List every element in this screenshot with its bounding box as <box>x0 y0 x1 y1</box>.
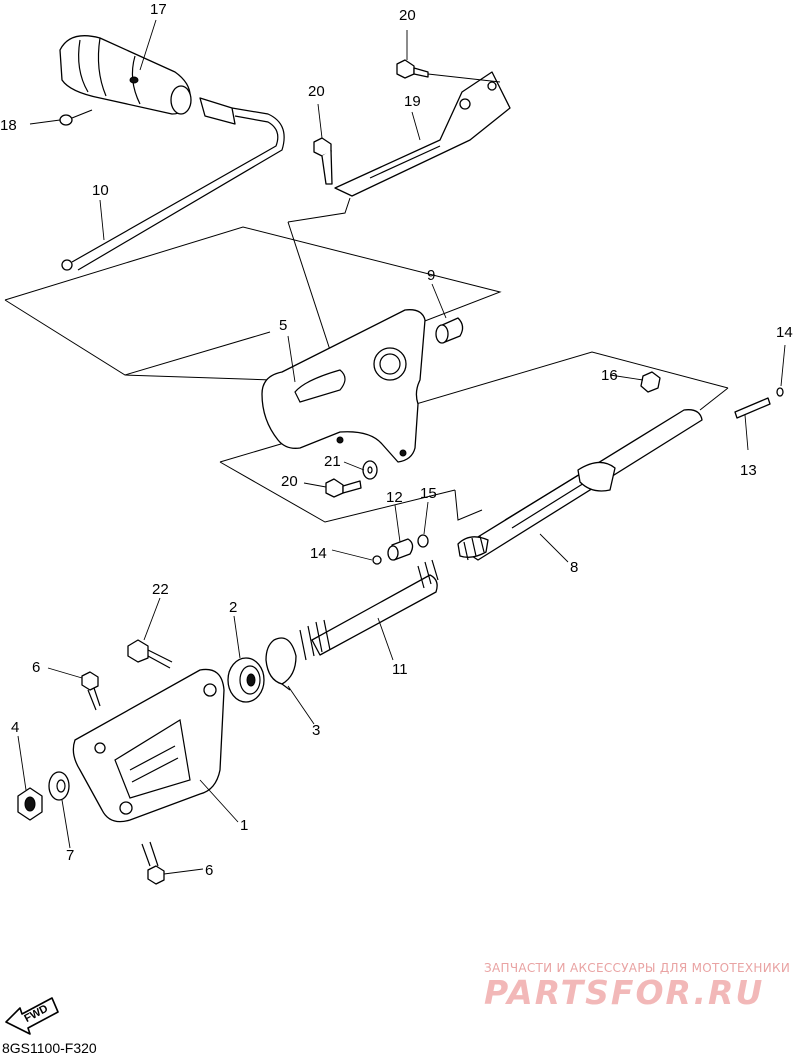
callout-16: 16 <box>601 367 618 384</box>
callout-20-top: 20 <box>399 7 416 24</box>
watermark-subtitle: ЗАПЧАСТИ И АКСЕССУАРЫ ДЛЯ МОТОТЕХНИКИ <box>484 961 790 975</box>
bolt-6-lower <box>141 841 165 885</box>
leader-lines <box>17 19 786 875</box>
roller-12 <box>387 538 414 561</box>
callout-13: 13 <box>740 462 757 479</box>
callout-6-upper: 6 <box>32 659 40 676</box>
shift-knob <box>59 35 192 115</box>
callout-2: 2 <box>229 599 237 616</box>
callout-11: 11 <box>392 661 408 678</box>
bolt-top <box>396 59 429 79</box>
callout-1: 1 <box>240 817 248 834</box>
callout-17: 17 <box>150 1 167 18</box>
callout-12: 12 <box>386 489 403 506</box>
circlip <box>265 637 297 691</box>
watermark-brand: PARTSFOR.RU <box>484 973 764 1012</box>
clip-lower <box>372 555 382 565</box>
callout-4: 4 <box>11 719 19 736</box>
pin-13 <box>734 397 771 419</box>
callout-20-cover: 20 <box>281 473 298 490</box>
watermark: ЗАПЧАСТИ И АКСЕССУАРЫ ДЛЯ МОТОТЕХНИКИ PA… <box>484 961 790 1012</box>
washer-21 <box>362 460 378 480</box>
callout-22: 22 <box>152 581 169 598</box>
callout-6-lower: 6 <box>205 862 213 879</box>
bolt-22 <box>127 639 173 669</box>
bolt-cover <box>325 478 362 498</box>
shift-shaft <box>457 409 703 561</box>
knob-screw <box>59 109 93 126</box>
assembly-outline-upper <box>4 226 502 381</box>
shift-cover <box>261 309 426 463</box>
fwd-arrow-icon: FWD <box>5 997 59 1035</box>
callout-14-lower: 14 <box>310 545 327 562</box>
callout-19: 19 <box>404 93 421 110</box>
callout-5: 5 <box>279 317 287 334</box>
collar <box>435 317 464 344</box>
nut-16 <box>640 371 661 393</box>
callout-7: 7 <box>66 847 74 864</box>
washer-7 <box>48 771 70 801</box>
rod-bracket <box>334 71 511 197</box>
spring-shaft <box>299 559 439 661</box>
callout-18: 18 <box>0 117 17 134</box>
shift-bracket <box>72 668 225 823</box>
bolt-6-upper <box>81 671 101 711</box>
callout-8: 8 <box>570 559 578 576</box>
nut-4 <box>17 787 43 821</box>
callout-15: 15 <box>420 485 437 502</box>
diagram-code: 8GS1100-F320 <box>2 1040 97 1055</box>
shift-rod <box>61 97 285 271</box>
callout-21: 21 <box>324 453 341 470</box>
callout-10: 10 <box>92 182 109 199</box>
callout-numbers: 17 18 10 20 19 20 9 5 21 20 16 14 13 12 … <box>0 1 793 879</box>
callout-3: 3 <box>312 722 320 739</box>
washer-15 <box>417 534 429 548</box>
bearing <box>227 657 265 703</box>
callout-9: 9 <box>427 267 435 284</box>
callout-14-upper: 14 <box>776 324 793 341</box>
bolt-upper-bracket <box>313 137 333 185</box>
callout-20-bracket: 20 <box>308 83 325 100</box>
clip-upper <box>776 387 784 397</box>
